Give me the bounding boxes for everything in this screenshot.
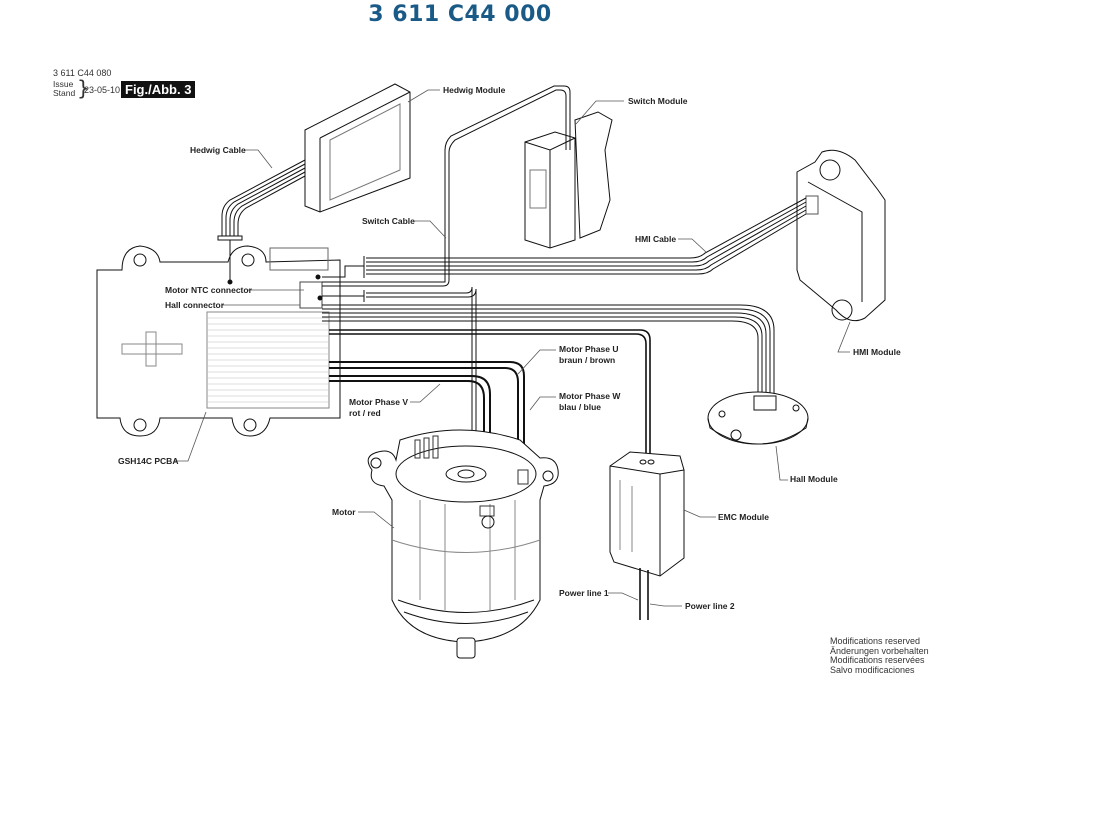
issue-label: Issue	[53, 79, 74, 89]
hall-module	[707, 391, 809, 445]
label-switch-cable: Switch Cable	[362, 216, 415, 226]
hmi-module	[796, 149, 886, 322]
label-pcba: GSH14C PCBA	[118, 456, 178, 466]
label-hall-connector: Hall connector	[165, 300, 225, 310]
modifications-notice: Modifications reserved Änderungen vorbeh…	[830, 636, 929, 675]
label-motor: Motor	[332, 507, 356, 517]
ntc-cable	[322, 286, 477, 512]
figure-badge: Fig./Abb. 3	[121, 81, 196, 98]
label-hedwig-cable: Hedwig Cable	[190, 145, 246, 155]
motor-phase-cables	[329, 361, 525, 510]
motor	[367, 429, 559, 659]
hmi-cable	[322, 197, 807, 278]
pcba-board	[96, 245, 341, 437]
hedwig-cable	[217, 159, 306, 282]
switch-cable	[322, 85, 571, 287]
label-motor-phase-w: Motor Phase W	[559, 391, 621, 401]
modifications-es: Salvo modificaciones	[830, 664, 915, 675]
page-title: 3 611 C44 000	[368, 2, 552, 27]
label-motor-phase-v-color: rot / red	[349, 408, 381, 418]
issue-stand-labels: Issue Stand	[53, 80, 75, 98]
issue-date: 23-05-10	[84, 85, 121, 95]
label-power-line-2: Power line 2	[685, 601, 735, 611]
label-emc-module: EMC Module	[718, 512, 769, 522]
label-hmi-module: HMI Module	[853, 347, 901, 357]
hall-cable	[322, 304, 775, 400]
label-motor-phase-u-color: braun / brown	[559, 355, 615, 365]
stand-label: Stand	[53, 88, 76, 98]
document-number: 3 611 C44 080	[53, 68, 112, 78]
hedwig-module	[304, 83, 411, 213]
label-switch-module: Switch Module	[628, 96, 688, 106]
label-motor-phase-v: Motor Phase V	[349, 397, 408, 407]
emc-module	[609, 451, 685, 577]
leader-lines	[174, 89, 851, 607]
modifications-fr: Modifications reservées	[830, 655, 925, 666]
label-power-line-1: Power line 1	[559, 588, 609, 598]
label-motor-phase-u: Motor Phase U	[559, 344, 619, 354]
label-motor-phase-w-color: blau / blue	[559, 402, 601, 412]
label-hedwig-module: Hedwig Module	[443, 85, 506, 95]
label-hmi-cable: HMI Cable	[635, 234, 676, 244]
brace-glyph: }	[77, 76, 90, 100]
label-hall-module: Hall Module	[790, 474, 838, 484]
switch-module	[524, 111, 613, 249]
label-motor-ntc-connector: Motor NTC connector	[165, 285, 253, 295]
emc-power-cable	[329, 329, 651, 460]
power-lines	[639, 568, 649, 620]
modifications-en: Modifications reserved	[830, 636, 921, 646]
modifications-de: Änderungen vorbehalten	[830, 645, 929, 656]
